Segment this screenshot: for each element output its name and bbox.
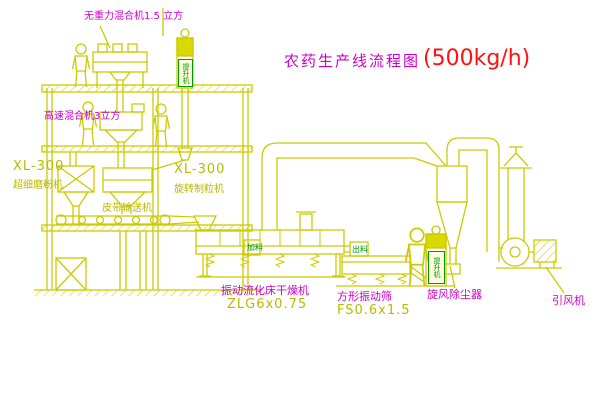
bucket-elevator-1 (151, 28, 194, 171)
label-cyclone: 旋风除尘器 (427, 288, 482, 301)
title-text: 农药生产线流程图 (284, 52, 421, 70)
label-fluid-bed-dryer: 振动流化床干燥机 (221, 284, 309, 297)
label-xl300-right: XL-300 (174, 162, 226, 177)
label-belt-conveyor: 皮带输送机 (102, 203, 152, 214)
tag-discharge-port: 出料 (352, 245, 368, 254)
label-screen-model: FS0.6x1.5 (337, 303, 411, 318)
belt-conveyor (55, 214, 200, 226)
diagram-title: 农药生产线流程图 (500kg/h) (284, 46, 530, 71)
fluid-bed-dryer (192, 211, 346, 278)
label-xl300-left: XL-300 (13, 159, 65, 174)
label-high-speed-mixer: 高速混合机3立方 (44, 111, 121, 122)
rotary-granulator (102, 167, 153, 214)
label-fan: 引风机 (552, 294, 585, 307)
label-ultrafine-mill: 超细磨粉机 (13, 180, 63, 191)
cyclone-separator (436, 137, 500, 289)
label-gravity-free-mixer: 无重力混合机1.5 立方 (84, 11, 184, 22)
label-vibrating-screen: 方形振动筛 (337, 290, 392, 303)
building-structure (34, 84, 262, 296)
worker-2 (78, 101, 98, 146)
exhaust-duct (261, 142, 447, 230)
worker-3 (151, 103, 171, 148)
bucket-elevator-2 (425, 225, 447, 287)
tag-feed-port: 加料 (247, 243, 263, 252)
title-capacity: (500kg/h) (423, 46, 531, 71)
gravity-free-mixer (92, 8, 164, 112)
worker-1 (71, 43, 91, 88)
induced-draft-fan (496, 146, 565, 294)
tag-elevator-2: 提升机 (428, 251, 445, 284)
tag-elevator-1: 提升机 (178, 59, 193, 87)
high-speed-mixer (99, 103, 145, 168)
label-rotary-granulator: 旋转制粒机 (174, 184, 224, 195)
label-dryer-model: ZLG6x0.75 (227, 297, 308, 312)
